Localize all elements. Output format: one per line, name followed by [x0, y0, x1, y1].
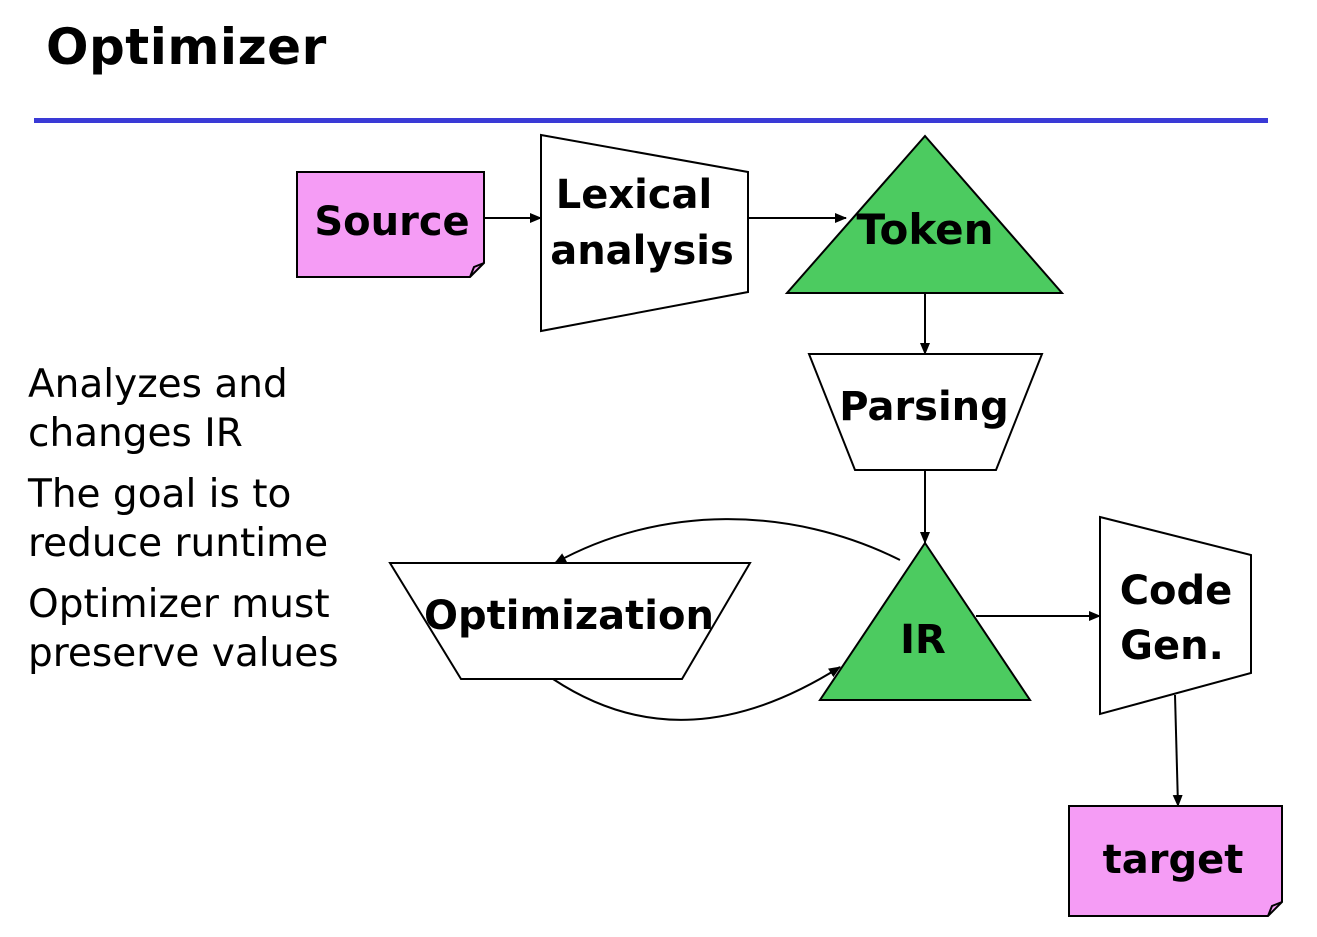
optimization-label: Optimization	[424, 593, 714, 639]
arrow-ir-to-optimization	[554, 518, 901, 564]
arrow-code-gen-to-target	[1172, 694, 1183, 807]
optimization-shape	[388, 562, 752, 680]
page-title: Optimizer	[46, 18, 327, 76]
parsing-node: Parsing	[807, 353, 1044, 471]
code-gen-node: Code Gen.	[1099, 515, 1252, 716]
arrow-optimization-to-ir	[552, 666, 841, 721]
source-label: Source	[314, 199, 469, 245]
ir-node: IR	[818, 541, 1032, 701]
bullet-list: Analyzes and changes IR The goal is to r…	[28, 360, 388, 690]
parsing-shape	[807, 353, 1044, 471]
code-gen-label-line2: Gen.	[1120, 623, 1224, 669]
target-shape	[1068, 805, 1283, 917]
target-page-fold	[1267, 901, 1283, 917]
ir-label: IR	[900, 617, 946, 663]
code-gen-label-line1: Code	[1120, 568, 1233, 614]
lexical-analysis-node: Lexical analysis	[540, 133, 749, 333]
code-gen-shape	[1099, 515, 1252, 716]
source-node: Source	[296, 171, 485, 278]
optimization-node: Optimization	[388, 562, 752, 680]
token-node: Token	[784, 134, 1065, 294]
bullet-item: Optimizer must preserve values	[28, 582, 339, 676]
target-label: target	[1103, 837, 1244, 883]
target-node: target	[1068, 805, 1283, 917]
lexical-analysis-shape	[540, 133, 749, 333]
bullet-item: The goal is to reduce runtime	[28, 472, 329, 566]
token-label: Token	[856, 205, 993, 254]
ir-shape	[818, 541, 1032, 701]
source-page-fold	[469, 262, 485, 278]
bullet-item: Analyzes and changes IR	[28, 362, 288, 456]
lexical-analysis-label-line2: analysis	[550, 228, 734, 274]
source-shape	[296, 171, 485, 278]
title-divider	[34, 118, 1268, 123]
parsing-label: Parsing	[839, 384, 1009, 430]
lexical-analysis-label-line1: Lexical	[556, 172, 713, 218]
